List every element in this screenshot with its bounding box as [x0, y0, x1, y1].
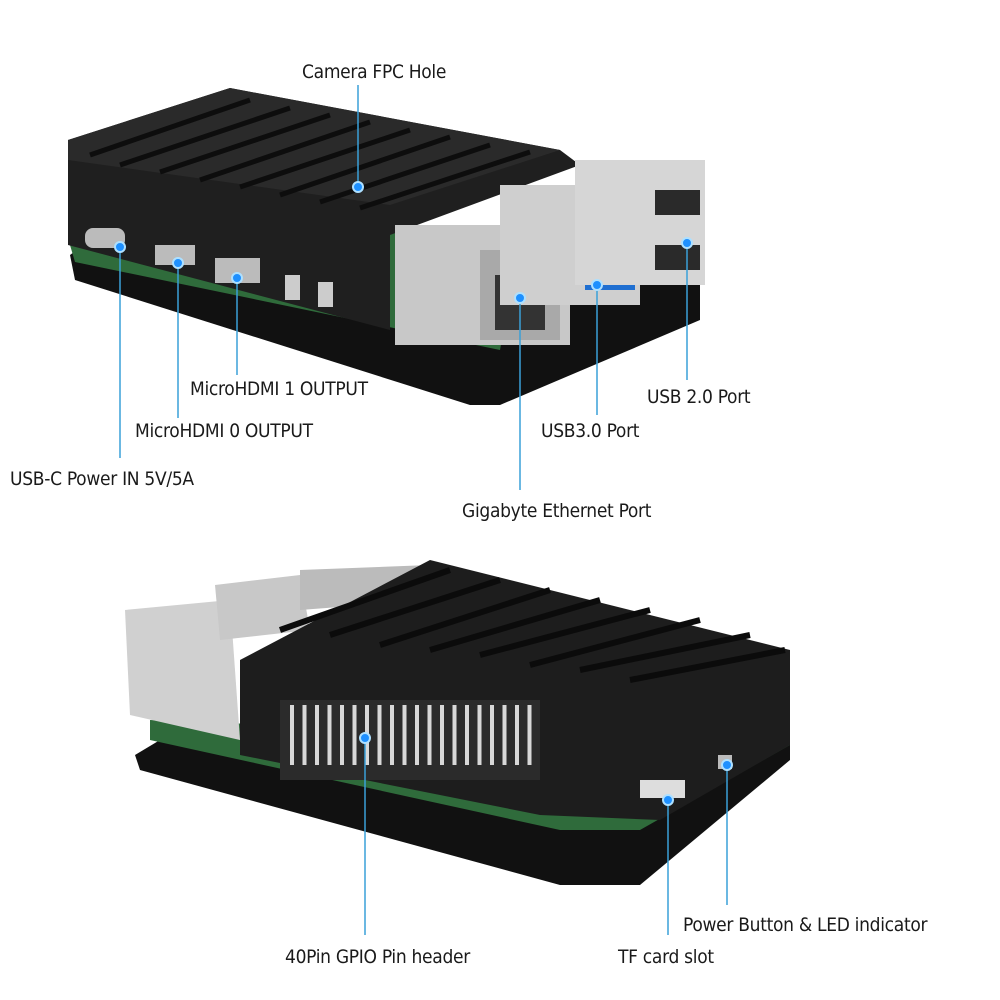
gpio-pin — [427, 705, 432, 765]
marker-dot-power — [721, 759, 733, 771]
marker-dot-hdmi1 — [231, 272, 243, 284]
marker-dot-usbc — [114, 241, 126, 253]
marker-dot-ethernet — [514, 292, 526, 304]
gpio-pin — [340, 705, 344, 765]
label-usb-c-power: USB-C Power IN 5V/5A — [10, 468, 194, 490]
gpio-pin — [527, 705, 532, 765]
label-gigabit-ethernet: Gigabyte Ethernet Port — [462, 500, 652, 522]
gpio-pin — [290, 705, 294, 765]
marker-dot-hdmi0 — [172, 257, 184, 269]
marker-dot-usb2 — [681, 237, 693, 249]
marker-dot-camera — [352, 181, 364, 193]
bottom-case-image — [125, 560, 790, 885]
gpio-pin — [502, 705, 507, 765]
label-camera-fpc-hole: Camera FPC Hole — [302, 61, 447, 83]
gpio-pin — [515, 705, 519, 765]
gpio-pin — [302, 705, 307, 765]
gpio-pin — [402, 705, 407, 765]
marker-dot-tf — [662, 794, 674, 806]
gpio-pin — [452, 705, 457, 765]
label-microhdmi-0: MicroHDMI 0 OUTPUT — [135, 420, 313, 442]
label-power-button-led: Power Button & LED indicator — [683, 914, 928, 936]
top-case-image — [68, 88, 705, 405]
gpio-pin — [377, 705, 382, 765]
gpio-pin — [477, 705, 482, 765]
label-usb3-port: USB3.0 Port — [541, 420, 640, 442]
label-usb2-port: USB 2.0 Port — [647, 386, 751, 408]
gpio-pin — [440, 705, 444, 765]
label-microhdmi-1: MicroHDMI 1 OUTPUT — [190, 378, 368, 400]
gpio-pin — [327, 705, 332, 765]
gpio-pin — [415, 705, 419, 765]
marker-dot-gpio — [359, 732, 371, 744]
label-tf-card-slot: TF card slot — [618, 946, 714, 968]
marker-dot-usb3 — [591, 279, 603, 291]
gpio-pin — [352, 705, 357, 765]
gpio-pin — [315, 705, 319, 765]
label-gpio-header: 40Pin GPIO Pin header — [285, 946, 470, 968]
gpio-pin — [390, 705, 394, 765]
gpio-pin — [490, 705, 494, 765]
gpio-pin — [465, 705, 469, 765]
